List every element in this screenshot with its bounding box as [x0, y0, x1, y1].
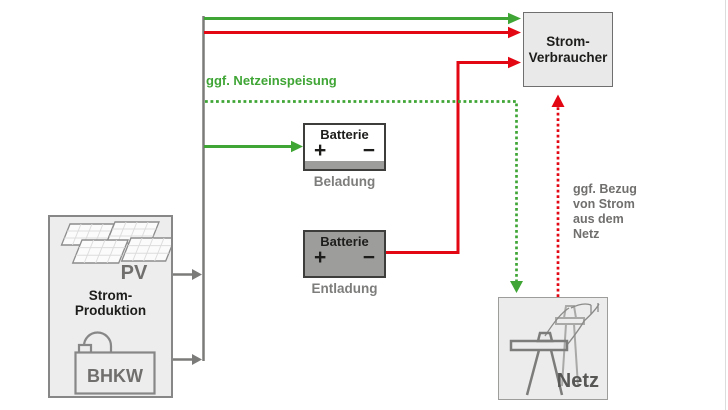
green-arrowhead-battery-icon: [291, 140, 303, 153]
green-dotted-feed-in-line: [205, 100, 518, 281]
page-right-border: [725, 0, 726, 410]
battery-discharge-box: Batterie + −: [303, 230, 386, 278]
grid-draw-label: ggf. Bezug von Strom aus dem Netz: [573, 182, 637, 241]
plus-icon: +: [314, 246, 327, 269]
red-line-battery-to-consumer: [386, 61, 508, 254]
red-arrowhead-consumer-icon: [508, 26, 521, 39]
plus-icon: +: [314, 139, 327, 162]
solar-panels-icon: [60, 221, 171, 264]
battery-charge-caption: Beladung: [313, 174, 376, 189]
green-dotted-arrowhead-icon: [510, 281, 523, 293]
power-pylon-icon: [509, 303, 600, 396]
grid-box: Netz: [498, 297, 608, 400]
red-dotted-arrowhead-icon: [551, 94, 565, 107]
battery-discharge-title: Batterie: [320, 234, 369, 249]
charge-level-strip: [305, 161, 384, 169]
battery-charge-box: Batterie + −: [303, 123, 386, 171]
consumer-box: Strom- Verbraucher: [523, 12, 613, 87]
minus-icon: −: [362, 246, 375, 269]
feed-in-label: ggf. Netzeinspeisung: [206, 73, 337, 88]
bhkw-label: BHKW: [87, 366, 143, 386]
grid-label: Netz: [556, 370, 599, 392]
minus-icon: −: [362, 139, 375, 162]
battery-discharge-caption: Entladung: [311, 281, 378, 296]
production-box: PV Strom- Produktion BHKW: [48, 215, 173, 398]
bhkw-to-bus-arrowhead-icon: [192, 354, 202, 365]
battery-charge-title: Batterie: [320, 127, 369, 142]
red-arrowhead-discharge-icon: [508, 56, 521, 69]
bhkw-generator-icon: [74, 331, 156, 395]
pv-label: PV: [120, 262, 148, 284]
pv-to-bus-arrowhead-icon: [192, 269, 202, 280]
production-title: Strom- Produktion: [74, 288, 147, 318]
green-arrowhead-consumer-icon: [508, 12, 521, 25]
